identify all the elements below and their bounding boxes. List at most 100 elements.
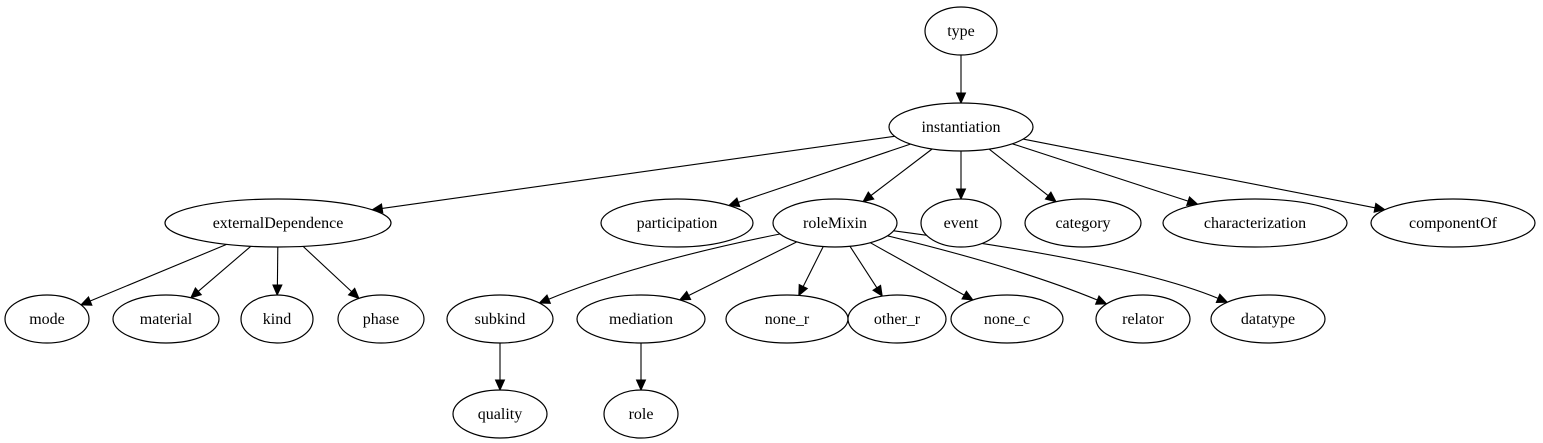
node-type: type [924,6,998,56]
node-instantiation: instantiation [888,102,1034,152]
node-ellipse [1210,294,1326,344]
node-label: instantiation [921,119,1000,136]
edge-externalDependence-to-mode [79,243,227,306]
node-ellipse [1370,198,1536,248]
arrowhead-icon [1094,294,1108,305]
node-label: kind [263,311,291,328]
node-label: datatype [1241,311,1295,328]
edge-instantiation-to-category [988,148,1057,203]
node-quality: quality [452,389,548,439]
node-ellipse [772,198,898,248]
edge-roleMixin-to-subkind [538,233,781,304]
node-kind: kind [240,294,314,344]
edge-line [849,246,878,288]
node-label: participation [637,215,718,232]
edge-externalDependence-to-kind [272,246,283,297]
arrowhead-icon [1373,202,1387,213]
arrowhead-icon [347,287,360,300]
node-phase: phase [337,294,425,344]
arrowhead-icon [79,295,93,306]
node-ellipse [600,198,754,248]
edge-instantiation-to-participation [727,143,911,208]
node-label: material [140,311,193,328]
edge-subkind-to-quality [494,343,506,392]
arrowhead-icon [1044,191,1057,203]
arrowhead-icon [955,188,967,201]
node-role: role [603,389,679,439]
node-mode: mode [4,294,90,344]
node-ellipse [1162,198,1348,248]
node-characterization: characterization [1162,198,1348,248]
arrowhead-icon [635,379,647,392]
edge-line [302,245,352,293]
node-relator: relator [1095,294,1191,344]
node-ellipse [950,294,1064,344]
node-label: category [1055,215,1110,232]
node-label: type [947,23,975,40]
node-subkind: subkind [446,294,554,344]
nodes-layer: type instantiation externalDependence parti… [4,6,1536,439]
edge-line [870,148,933,196]
node-label: other_r [874,311,921,328]
node-label: event [944,215,979,232]
node-ellipse [452,389,548,439]
node-ellipse [4,294,90,344]
node-label: subkind [475,311,526,328]
arrowhead-icon [727,197,741,208]
node-label: none_r [765,311,810,328]
node-datatype: datatype [1210,294,1326,344]
node-label: externalDependence [213,215,344,232]
node-label: characterization [1204,215,1306,232]
edge-roleMixin-to-mediation [678,241,798,301]
edge-roleMixin-to-relator [887,235,1108,305]
edge-instantiation-to-characterization [1012,143,1199,206]
edge-externalDependence-to-material [189,245,252,299]
node-roleMixin: roleMixin [772,198,898,248]
edge-line [802,246,824,287]
node-mediation: mediation [576,294,706,344]
node-none_r: none_r [725,294,849,344]
node-category: category [1024,198,1142,248]
arrowhead-icon [272,284,283,297]
arrowhead-icon [955,92,967,105]
arrowhead-icon [494,379,506,392]
edge-line [548,233,781,300]
arrowhead-icon [678,290,692,301]
edge-roleMixin-to-none_c [870,242,974,301]
edge-line [870,242,965,296]
arrowhead-icon [961,290,974,301]
edge-externalDependence-to-phase [302,245,360,300]
edge-instantiation-to-event [955,151,967,201]
node-ellipse [1095,294,1191,344]
edge-line [1022,138,1376,209]
node-ellipse [446,294,554,344]
node-label: mode [29,311,65,328]
edge-mediation-to-role [635,343,647,392]
node-ellipse [576,294,706,344]
edge-line [382,135,895,209]
arrowhead-icon [872,284,883,298]
edges-layer [79,55,1387,392]
node-ellipse [888,102,1034,152]
node-ellipse [337,294,425,344]
node-label: none_c [984,311,1030,328]
node-label: role [629,406,654,423]
node-label: mediation [609,311,673,328]
edge-line [988,148,1049,197]
node-ellipse [112,294,220,344]
node-other_r: other_r [847,294,947,344]
arrowhead-icon [1185,196,1199,206]
node-label: quality [478,406,522,423]
edge-line [887,235,1098,301]
edge-instantiation-to-componentOf [1022,138,1387,213]
node-ellipse [920,198,1002,248]
arrowhead-icon [1215,293,1229,304]
node-ellipse [240,294,314,344]
node-none_c: none_c [950,294,1064,344]
node-event: event [920,198,1002,248]
node-label: phase [363,311,399,328]
node-label: roleMixin [803,215,867,232]
edge-instantiation-to-roleMixin [862,148,933,203]
edge-line [1012,143,1189,202]
node-material: material [112,294,220,344]
